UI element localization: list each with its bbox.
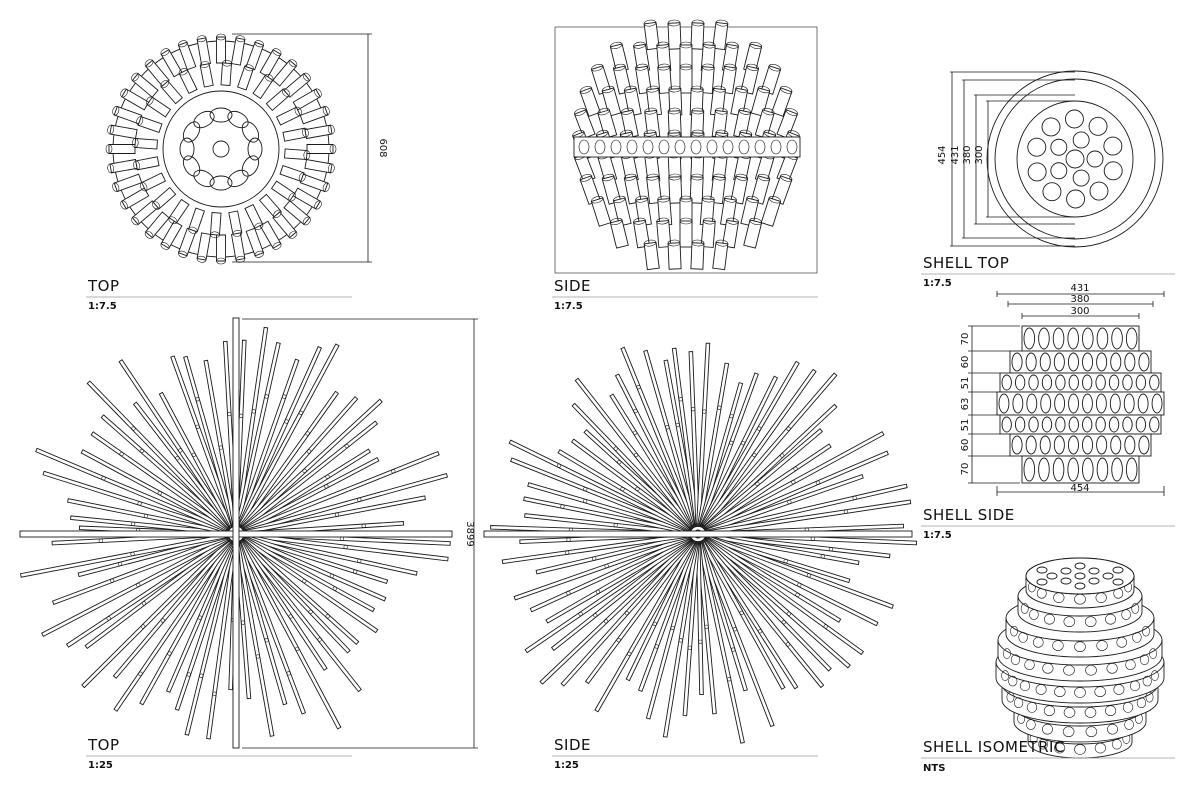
view-title-side-small: SIDE <box>554 277 591 295</box>
view-title-side-large: SIDE <box>554 736 591 754</box>
view-scale-shell-top: 1:7.5 <box>923 278 952 289</box>
top-large-height-label: 3899 <box>464 521 475 546</box>
tier-height-label: 70 <box>960 333 971 346</box>
shell-side-dim-300: 300 <box>1070 306 1089 317</box>
shell-side-tier-labels: 70 60 51 63 51 60 70 <box>960 333 971 476</box>
view-title-top-large: TOP <box>87 736 120 754</box>
tier-height-label: 63 <box>960 398 971 411</box>
side-view-small-frame <box>554 26 818 274</box>
shell-side-dimensions <box>968 291 1165 496</box>
view-scale-shell-side: 1:7.5 <box>923 530 952 541</box>
view-scale-shell-iso: NTS <box>923 763 945 774</box>
top-view-large-drawing <box>19 317 453 749</box>
view-title-shell-iso: SHELL ISOMETRIC <box>923 738 1065 756</box>
shell-top-drawing <box>950 70 1164 248</box>
view-scale-side-small: 1:7.5 <box>554 301 583 312</box>
shell-top-dim-431: 431 <box>950 145 961 164</box>
view-scale-top-large: 1:25 <box>88 760 113 771</box>
tier-height-label: 51 <box>960 377 971 390</box>
view-title-shell-side: SHELL SIDE <box>923 506 1015 524</box>
side-view-small-drawing <box>572 19 801 271</box>
tier-height-label: 60 <box>960 356 971 369</box>
shell-side-drawing <box>996 325 1165 484</box>
shell-side-dim-380: 380 <box>1070 294 1089 305</box>
shell-side-dim-454: 454 <box>1070 483 1089 494</box>
shell-top-dim-380: 380 <box>962 145 973 164</box>
shell-top-dim-454: 454 <box>937 145 948 164</box>
view-title-top-small: TOP <box>87 277 120 295</box>
tier-height-label: 60 <box>960 439 971 452</box>
side-view-large-drawing <box>483 342 918 744</box>
top-small-height-label: 608 <box>377 138 388 157</box>
tier-height-label: 70 <box>960 463 971 476</box>
view-scale-top-small: 1:7.5 <box>88 301 117 312</box>
tier-height-label: 51 <box>960 419 971 432</box>
shell-side-dim-431: 431 <box>1070 283 1089 294</box>
top-view-small-drawing <box>105 33 337 265</box>
shell-top-dim-300: 300 <box>974 145 985 164</box>
top-view-small-dimension: 608 <box>232 33 388 263</box>
view-scale-side-large: 1:25 <box>554 760 579 771</box>
shell-isometric-drawing <box>995 557 1165 759</box>
top-view-large-dimension <box>242 318 478 749</box>
view-title-shell-top: SHELL TOP <box>923 254 1009 272</box>
